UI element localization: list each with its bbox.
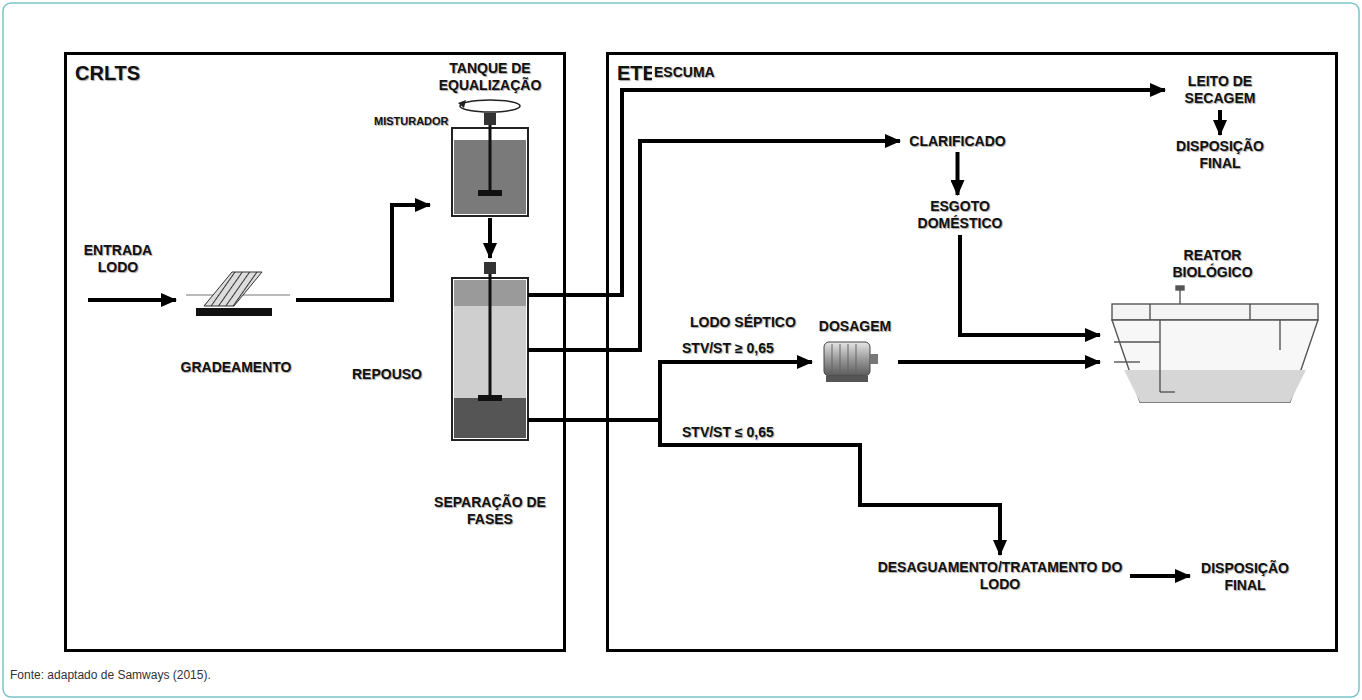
annotation-label: REPOUSO	[350, 366, 424, 383]
panel-title: CRLTS	[75, 61, 140, 85]
node-text: DISPOSIÇÃO FINAL	[1164, 138, 1276, 172]
flow-arrow	[960, 235, 1100, 335]
node-text: DESAGUAMENTO/TRATAMENTO DO LODO	[874, 559, 1126, 593]
edge-label: ESCUMA	[652, 64, 717, 81]
panel-title: ETE	[617, 61, 656, 85]
edge-label: STV/ST ≥ 0,65	[680, 340, 776, 357]
node-text: DISPOSIÇÃO FINAL	[1194, 560, 1296, 594]
annotation-label: MISTURADOR	[372, 113, 451, 130]
tank-unit: SEPARAÇÃO DE FASES	[430, 258, 550, 530]
panel-box: CRLTS ENTRADA LODO GRADEAMENTO TANQUE DE EQ…	[64, 52, 566, 652]
flow-arrow	[88, 298, 176, 302]
flow-arrow	[956, 152, 960, 195]
input-label: ENTRADA LODO	[78, 240, 158, 296]
node-text: DOSAGEM	[819, 318, 891, 335]
pump-symbol	[824, 342, 878, 382]
grating-symbol	[186, 272, 290, 316]
process-label: DESAGUAMENTO/TRATAMENTO DO LODO	[870, 555, 1130, 597]
flow-arrow	[296, 205, 430, 300]
node-text: ENTRADA LODO	[82, 242, 154, 276]
edge-label: STV/ST ≤ 0,65	[680, 424, 776, 441]
flow-arrow	[550, 90, 1165, 295]
flow-arrow	[488, 218, 492, 258]
process-label: DISPOSIÇÃO FINAL	[1190, 557, 1300, 597]
flow-arrow	[898, 360, 1100, 364]
process-label: LEITO DE SECAGEM	[1165, 70, 1275, 110]
node-text: TANQUE DE EQUALIZAÇÃO	[434, 60, 546, 94]
flow-arrow	[1218, 110, 1222, 135]
process-label: ESGOTO DOMÉSTICO	[905, 195, 1015, 235]
annotation-label: LODO SÉPTICO	[688, 314, 798, 331]
separation-tank	[452, 262, 552, 440]
flow-arrow	[550, 141, 900, 350]
node-text: LEITO DE SECAGEM	[1169, 73, 1271, 107]
equalization-tank	[452, 100, 528, 216]
node-text: CLARIFICADO	[909, 133, 1005, 150]
flow-arrow	[550, 362, 812, 420]
outer-frame	[3, 3, 1359, 697]
source-caption: Fonte: adaptado de Samways (2015).	[10, 668, 211, 683]
node-text: GRADEAMENTO	[181, 359, 292, 376]
node-text: REATOR BIOLÓGICO	[1165, 247, 1261, 281]
node-text: ESGOTO DOMÉSTICO	[909, 198, 1011, 232]
reactor-drawing	[1112, 286, 1318, 402]
flow-arrow	[1130, 574, 1190, 578]
node-text: SEPARAÇÃO DE FASES	[434, 494, 546, 528]
reactor-unit: REATOR BIOLÓGICO	[1100, 245, 1325, 410]
tank-unit: TANQUE DE EQUALIZAÇÃO	[430, 58, 550, 218]
process-label: DISPOSIÇÃO FINAL	[1160, 135, 1280, 175]
process-label: CLARIFICADO	[900, 130, 1015, 152]
grating-unit: GRADEAMENTO	[176, 268, 296, 378]
flow-arrow	[550, 420, 1000, 555]
pump-unit: DOSAGEM	[812, 316, 898, 388]
